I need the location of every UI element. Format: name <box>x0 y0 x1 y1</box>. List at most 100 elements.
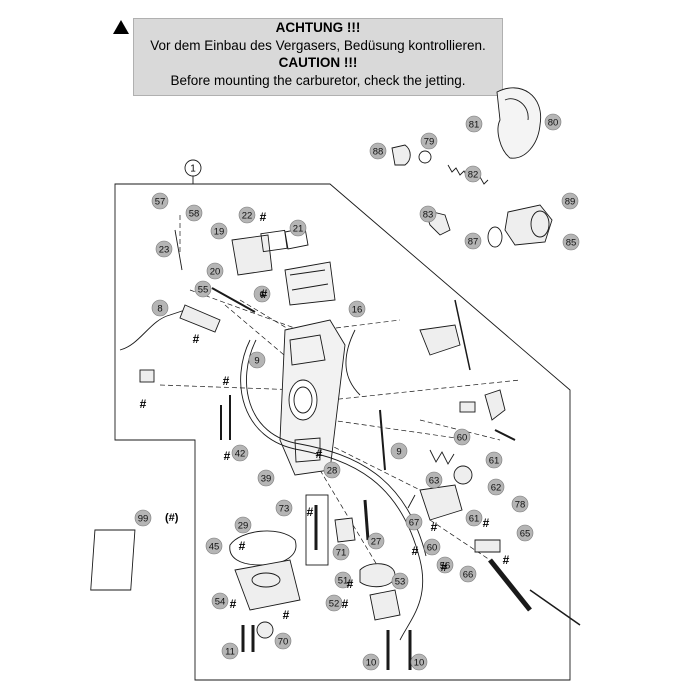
callout-label: 83 <box>423 209 434 220</box>
choke-lever <box>419 484 463 521</box>
callout-20: 20 <box>206 262 224 280</box>
callout-circle <box>248 351 266 369</box>
callout-label: 23 <box>159 244 170 255</box>
throttle-cam <box>419 324 461 356</box>
callout-circle <box>561 192 579 210</box>
callout-circle <box>464 232 482 250</box>
callout-55: 55 <box>194 280 212 298</box>
o-ring <box>487 226 503 248</box>
callout-10b: 10 <box>410 653 428 671</box>
callout-16: 16 <box>348 300 366 318</box>
callout-52: 52 <box>325 594 343 612</box>
callout-label: 99 <box>138 513 149 524</box>
callout-label: 81 <box>469 119 480 130</box>
callout-circle <box>459 565 477 583</box>
callout-label: 28 <box>327 465 338 476</box>
jetting-hash-mark: # <box>283 608 290 622</box>
callout-label: 29 <box>238 520 249 531</box>
callout-circle <box>210 222 228 240</box>
callout-circle <box>423 538 441 556</box>
caution-title-de: ACHTUNG !!! <box>275 20 361 35</box>
callout-label: 52 <box>329 598 340 609</box>
callout-label: 21 <box>293 223 304 234</box>
callout-21: 21 <box>289 219 307 237</box>
top-cap <box>231 234 273 276</box>
callout-60b: 60 <box>423 538 441 556</box>
jetting-hash-mark: # <box>223 374 230 388</box>
callout-label: 65 <box>520 528 531 539</box>
callout-label: 61 <box>489 455 500 466</box>
jetting-hash-mark: # <box>316 447 323 461</box>
callout-label: 6 <box>259 289 264 300</box>
callout-label: 73 <box>279 503 290 514</box>
jetting-hash-mark: # <box>307 505 314 519</box>
callout-88: 88 <box>369 142 387 160</box>
callout-65: 65 <box>516 524 534 542</box>
callout-56: 56 <box>436 556 454 574</box>
callout-label: 8 <box>157 303 162 314</box>
callout-circle <box>390 442 408 460</box>
callout-27: 27 <box>367 532 385 550</box>
callout-circle <box>348 300 366 318</box>
callout-label: 89 <box>565 196 576 207</box>
callout-label: 57 <box>155 196 166 207</box>
jetting-hash-mark: # <box>239 539 246 553</box>
callout-circle <box>231 444 249 462</box>
callout-circle <box>155 240 173 258</box>
callout-circle <box>221 642 239 660</box>
callout-61a: 61 <box>485 451 503 469</box>
callout-label: 55 <box>198 284 209 295</box>
throttle-slide <box>284 261 336 306</box>
callout-label: 39 <box>261 473 272 484</box>
callout-58: 58 <box>185 204 203 222</box>
callout-label: 16 <box>352 304 363 315</box>
jetting-hash-mark: # <box>140 397 147 411</box>
callout-circle <box>332 543 350 561</box>
caution-title-en: CAUTION !!! <box>278 55 358 70</box>
callout-label: 54 <box>215 596 226 607</box>
assembly-number: 1 <box>190 164 196 175</box>
callout-circle <box>362 653 380 671</box>
jetting-hash-mark: # <box>503 553 510 567</box>
callout-circle <box>275 499 293 517</box>
callout-label: 62 <box>491 482 502 493</box>
warning-triangle-icon <box>113 20 129 34</box>
callout-circle <box>205 537 223 555</box>
callout-label: 60 <box>427 542 438 553</box>
callout-circle <box>151 192 169 210</box>
callout-circle <box>151 299 169 317</box>
callout-circle <box>185 204 203 222</box>
callout-10a: 10 <box>362 653 380 671</box>
callout-circle <box>410 653 428 671</box>
callout-29: 29 <box>234 516 252 534</box>
callout-label: 19 <box>214 226 225 237</box>
throttle-cover <box>496 87 542 159</box>
callout-label: 79 <box>424 136 435 147</box>
callout-label: 71 <box>336 547 347 558</box>
elbow-hose <box>391 144 411 166</box>
jetting-hash-mark: # <box>441 560 448 574</box>
callout-circle <box>436 556 454 574</box>
callout-label: 78 <box>515 499 526 510</box>
callout-78: 78 <box>511 495 529 513</box>
callout-42: 42 <box>231 444 249 462</box>
callout-23: 23 <box>155 240 173 258</box>
jetting-hash-mark: # <box>193 332 200 346</box>
vent-hose <box>240 339 424 641</box>
callout-circle <box>253 285 271 303</box>
callout-62: 62 <box>487 478 505 496</box>
callout-circle <box>425 471 443 489</box>
callout-83: 83 <box>419 205 437 223</box>
jetting-hash-mark: # <box>230 597 237 611</box>
jetting-hash-mark: # <box>224 449 231 463</box>
throttle-sensor-cable <box>119 309 186 351</box>
callout-82: 82 <box>464 165 482 183</box>
callout-61b: 61 <box>465 509 483 527</box>
callout-11: 11 <box>221 642 239 660</box>
callout-circle <box>257 469 275 487</box>
kit-note: (#) <box>165 512 179 524</box>
float-bowl-gasket <box>229 530 297 566</box>
callout-label: 22 <box>242 210 253 221</box>
callout-22: 22 <box>238 206 256 224</box>
callout-label: 9 <box>254 355 259 366</box>
